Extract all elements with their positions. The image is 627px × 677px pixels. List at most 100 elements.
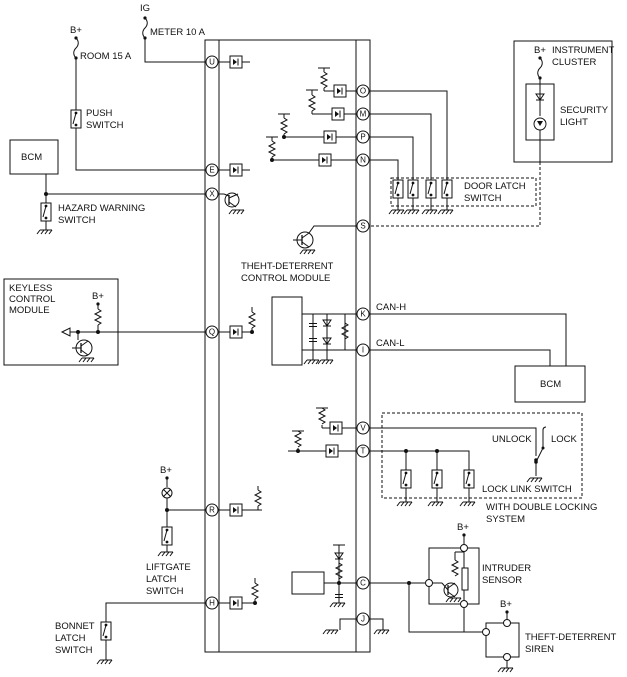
liftgate-bplus-label: B+ xyxy=(160,465,172,476)
hazard-label-2: SWITCH xyxy=(58,215,96,226)
pin-S xyxy=(356,219,370,233)
b-plus-room-label: B+ xyxy=(70,25,82,36)
bcm-right-box xyxy=(514,365,586,403)
diode-Q-icon xyxy=(229,325,243,339)
diode-H-icon xyxy=(229,596,243,610)
bonnet-label-1: BONNET xyxy=(55,621,95,632)
j-ground-outer-icon xyxy=(373,629,390,635)
lock-link-ground-2-icon xyxy=(427,501,444,507)
pin-X-label: X xyxy=(209,190,215,199)
siren-ground-icon xyxy=(497,667,514,673)
lock-link-group xyxy=(381,412,583,499)
door-latch-group xyxy=(390,177,537,207)
cluster-label-1: INSTRUMENT xyxy=(552,45,614,56)
pin-M-label: M xyxy=(360,110,367,119)
lock-link-ground-1-icon xyxy=(396,501,413,507)
pin-V-label: V xyxy=(360,424,366,433)
pin-T-label: T xyxy=(361,447,366,456)
room-fuse xyxy=(73,35,79,61)
door-latch-label-1: DOOR LATCH xyxy=(464,181,526,192)
hazard-label-1: HAZARD WARNING xyxy=(58,203,145,214)
meter-fuse-label: METER 10 A xyxy=(150,27,206,38)
cluster-label-2: CLUSTER xyxy=(552,57,596,68)
pin-N-label: N xyxy=(360,156,366,165)
bonnet-label-3: SWITCH xyxy=(55,645,93,656)
lock-link-label: LOCK LINK SWITCH xyxy=(482,484,572,495)
pin-O-label: O xyxy=(360,87,366,96)
pin-Q-label: Q xyxy=(209,328,215,337)
push-switch-label-2: SWITCH xyxy=(86,120,124,131)
door-latch-ground-2-icon xyxy=(403,209,420,215)
diode-M-icon xyxy=(331,107,345,121)
siren-label-1: THEFT-DETERRENT xyxy=(525,632,617,643)
door-latch-switch-1 xyxy=(392,179,404,199)
hazard-warning-switch xyxy=(40,202,52,222)
siren-driver-box xyxy=(291,571,325,595)
hazard-ground-icon xyxy=(36,229,53,235)
security-light-label-1: SECURITY xyxy=(560,105,609,116)
ig-label: IG xyxy=(140,3,150,14)
pin-H-label: H xyxy=(209,599,215,608)
pin-P-label: P xyxy=(360,133,365,142)
liftgate-latch-switch xyxy=(161,526,173,546)
intruder-bplus-label: B+ xyxy=(457,522,469,533)
liftgate-label-1: LIFTGATE xyxy=(146,562,191,573)
pin-I-label: I xyxy=(362,346,364,355)
intruder-element-icon xyxy=(461,567,469,591)
diode-U-icon xyxy=(229,55,243,69)
module-label-2: CONTROL MODULE xyxy=(241,273,330,284)
keyless-label-2: CONTROL xyxy=(9,294,55,305)
keyless-label-3: MODULE xyxy=(9,305,50,316)
lock-link-ground-icon xyxy=(526,477,543,483)
door-latch-ground-3-icon xyxy=(421,209,438,215)
pin-E-label: E xyxy=(209,166,214,175)
pin-K-label: K xyxy=(360,310,366,319)
pin-S-label: S xyxy=(360,222,365,231)
bcm-right-label: BCM xyxy=(540,379,561,390)
meter-fuse xyxy=(142,15,148,41)
lock-link-switch-1 xyxy=(400,469,412,489)
door-latch-ground-4-icon xyxy=(437,209,454,215)
siren-box xyxy=(485,622,520,658)
liftgate-label-3: SWITCH xyxy=(146,586,184,597)
keyless-bplus-label: B+ xyxy=(92,291,104,302)
siren-bplus-label: B+ xyxy=(500,599,512,610)
security-light-label-2: LIGHT xyxy=(560,117,588,128)
door-latch-switch-3 xyxy=(425,179,437,199)
lock-label: LOCK xyxy=(551,434,578,445)
diode-O-icon xyxy=(333,84,347,98)
intruder-transistor-icon xyxy=(443,582,459,598)
lock-link-ground-3-icon xyxy=(459,501,476,507)
diode-V-icon xyxy=(329,421,343,435)
push-switch xyxy=(70,109,82,129)
lock-link-switch-2 xyxy=(431,469,443,489)
module-label-1: THEHT-DETERRENT xyxy=(241,261,334,272)
door-latch-switch-4 xyxy=(441,179,453,199)
bcm-top-box xyxy=(9,139,59,175)
room-fuse-label: ROOM 15 A xyxy=(80,51,132,62)
door-latch-switch-2 xyxy=(407,179,419,199)
diode-N-icon xyxy=(318,153,332,167)
diode-P-icon xyxy=(323,130,337,144)
pin-J-label: J xyxy=(361,615,365,624)
intruder-label-1: INTRUDER xyxy=(482,563,531,574)
pin-U-label: U xyxy=(209,58,215,67)
intruder-sensor-box xyxy=(428,547,480,605)
intruder-label-2: SENSOR xyxy=(482,575,522,586)
double-locking-label-2: SYSTEM xyxy=(486,514,525,525)
can-l-label: CAN-L xyxy=(376,338,405,349)
bonnet-ground-icon xyxy=(96,659,113,665)
bonnet-label-2: LATCH xyxy=(55,633,86,644)
diode-T-icon xyxy=(325,444,339,458)
liftgate-label-2: LATCH xyxy=(146,574,177,585)
transistor-X-icon xyxy=(224,192,240,208)
can-h-label: CAN-H xyxy=(376,302,406,313)
pin-R-label: R xyxy=(209,506,215,515)
pin-C-label: C xyxy=(360,579,366,588)
can-transceiver-box xyxy=(271,296,303,366)
lock-link-switch-3 xyxy=(463,469,475,489)
siren-label-2: SIREN xyxy=(525,644,554,655)
door-latch-ground-1-icon xyxy=(388,209,405,215)
diode-R-icon xyxy=(229,503,243,517)
